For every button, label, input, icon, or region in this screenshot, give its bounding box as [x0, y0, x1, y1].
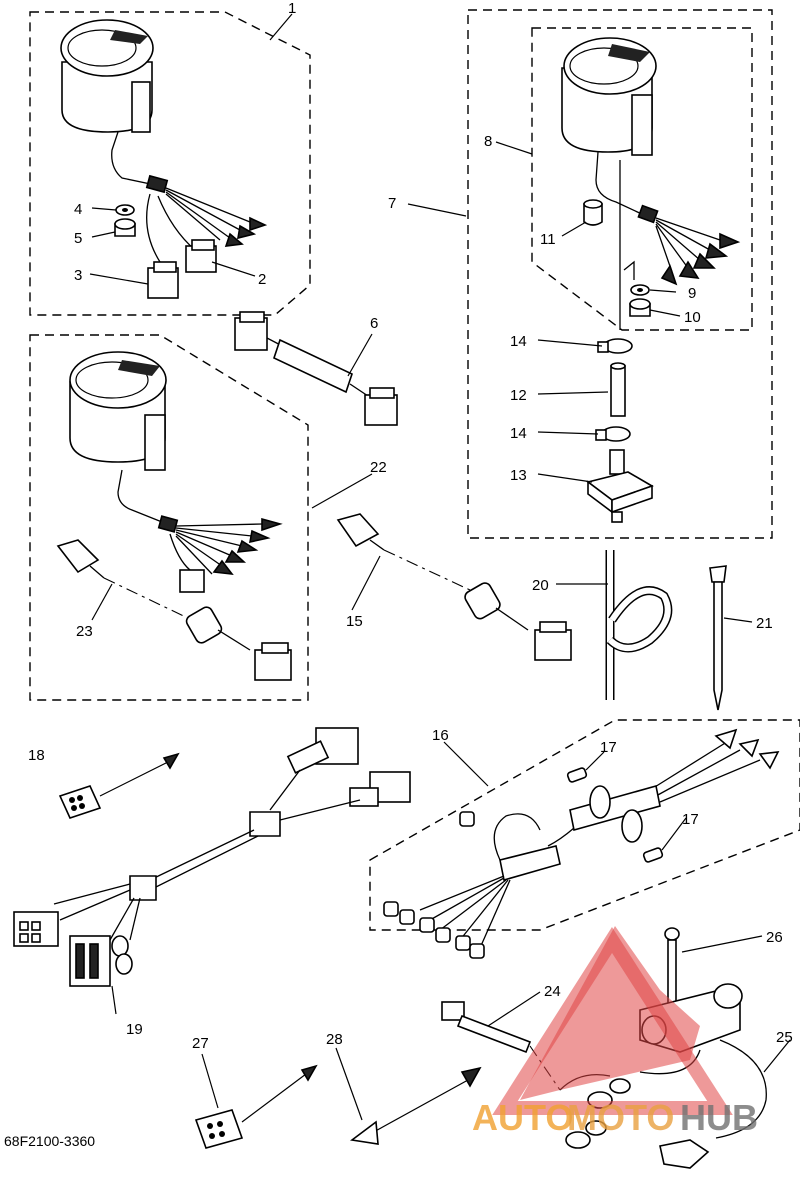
watermark-moto: MOTO — [567, 1097, 674, 1138]
callout-12: 12 — [510, 387, 527, 404]
sleeve-11 — [583, 199, 603, 226]
nut-5 — [114, 218, 136, 237]
harness-23 — [56, 539, 292, 681]
connector-3 — [147, 261, 179, 299]
callout-7: 7 — [388, 195, 396, 212]
callout-16: 16 — [432, 727, 449, 744]
harness-16 — [383, 728, 780, 959]
leader-lines — [89, 13, 791, 1121]
callout-13: 13 — [510, 467, 527, 484]
gauge-1-wires — [146, 187, 268, 263]
bolt-26 — [664, 927, 680, 1021]
diagram-code: 68F2100-3360 — [4, 1133, 95, 1149]
gauge-22 — [69, 351, 283, 593]
group-box-8 — [531, 27, 753, 331]
terminal-17-lower — [642, 847, 664, 863]
callout-2: 2 — [258, 271, 266, 288]
washer-9 — [630, 284, 650, 296]
watermark-auto: AUTO — [472, 1097, 573, 1138]
pressure-sensor-13 — [586, 449, 654, 523]
group-box-7 — [467, 9, 773, 539]
arrow-28 — [349, 1066, 482, 1145]
callout-11: 11 — [540, 231, 556, 248]
callout-10: 10 — [684, 309, 701, 326]
gauge-1 — [60, 19, 169, 194]
callout-23: 23 — [76, 623, 93, 640]
callout-9: 9 — [688, 285, 696, 302]
callout-3: 3 — [74, 267, 82, 284]
callout-17-upper: 17 — [600, 739, 617, 756]
gauge-8 — [561, 37, 741, 330]
callout-26: 26 — [766, 929, 783, 946]
callout-5: 5 — [74, 230, 82, 247]
clamp-14-upper — [597, 338, 633, 354]
watermark-hub: HUB — [680, 1097, 758, 1138]
group-box-16 — [369, 719, 800, 931]
callout-19: 19 — [126, 1021, 143, 1038]
callout-25: 25 — [776, 1029, 793, 1046]
callout-14-upper: 14 — [510, 333, 527, 350]
callout-14-lower: 14 — [510, 425, 527, 442]
group-box-1 — [29, 11, 311, 316]
callout-27: 27 — [192, 1035, 209, 1052]
callout-20: 20 — [532, 577, 549, 594]
callout-28: 28 — [326, 1031, 343, 1048]
callout-17-lower: 17 — [682, 811, 699, 828]
callout-24: 24 — [544, 983, 561, 1000]
connector-18 — [58, 752, 180, 819]
callout-4: 4 — [74, 201, 82, 218]
group-box-22 — [29, 334, 309, 701]
callout-1: 1 — [288, 0, 296, 17]
callout-labels: 1 2 3 4 5 6 7 8 9 10 11 12 13 14 14 15 1… — [28, 0, 793, 1052]
callout-22: 22 — [370, 459, 387, 476]
cable-tie-21 — [709, 565, 727, 711]
harness-15 — [336, 513, 572, 661]
harness-6 — [234, 311, 398, 426]
connector-27 — [194, 1064, 318, 1149]
harness-19 — [13, 727, 411, 987]
connector-2 — [185, 239, 217, 273]
callout-6: 6 — [370, 315, 378, 332]
terminal-17-upper — [566, 767, 588, 783]
nut-10 — [629, 298, 651, 317]
callout-18: 18 — [28, 747, 45, 764]
callout-8: 8 — [484, 133, 492, 150]
washer-4 — [115, 204, 135, 216]
callout-21: 21 — [756, 615, 773, 632]
tube-12 — [610, 362, 626, 417]
callout-15: 15 — [346, 613, 363, 630]
watermark-logo: AUTO MOTO HUB — [472, 926, 758, 1138]
clamp-14-lower — [595, 426, 631, 442]
tube-20 — [605, 550, 673, 700]
